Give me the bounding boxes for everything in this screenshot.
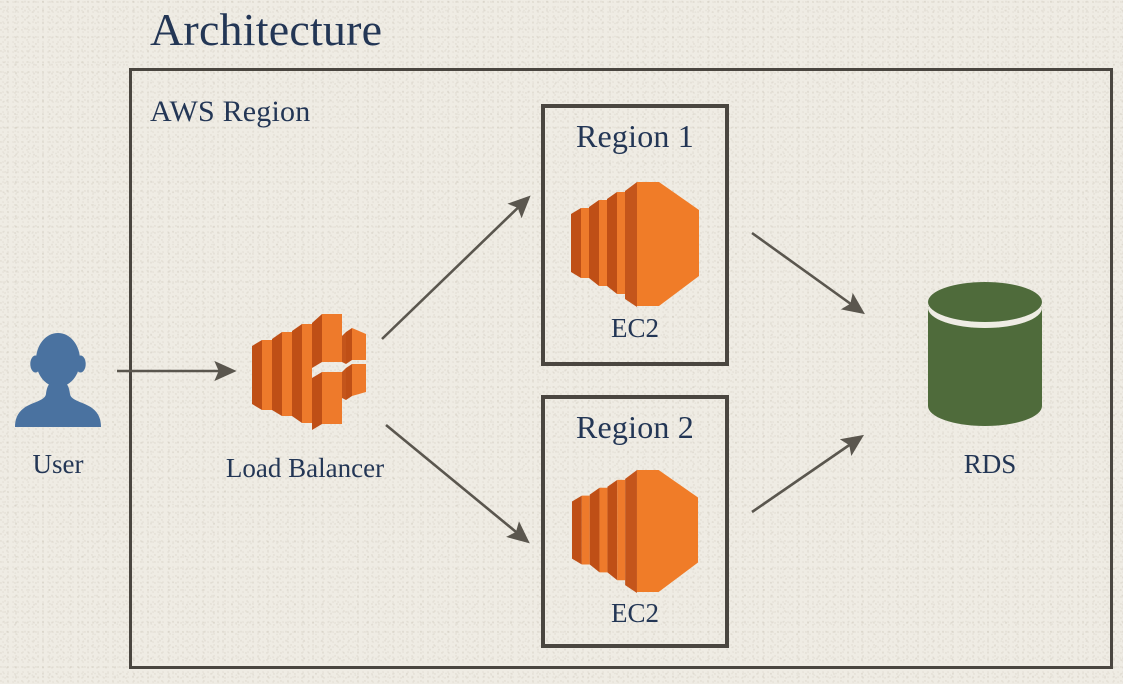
ec2-region-1-caption: EC2 [610, 313, 659, 343]
region-1-heading: Region 1 [575, 118, 695, 154]
region-1-box [541, 104, 729, 366]
aws-ec2-icon [567, 468, 703, 596]
region-2-box [541, 395, 729, 648]
ec2-region-2-caption: EC2 [610, 598, 659, 628]
aws-region-label: AWS Region [150, 95, 311, 128]
aws-region-frame [129, 68, 1113, 669]
database-cylinder-icon [920, 280, 1050, 432]
aws-elastic-load-balancer-icon [246, 306, 374, 440]
region-2-heading: Region 2 [575, 409, 695, 445]
aws-ec2-icon [567, 180, 703, 310]
user-silhouette-icon [14, 331, 102, 427]
load-balancer-caption: Load Balancer [225, 453, 385, 483]
page-title: Architecture [150, 4, 383, 55]
user-caption: User [32, 449, 84, 479]
rds-caption: RDS [963, 449, 1017, 479]
